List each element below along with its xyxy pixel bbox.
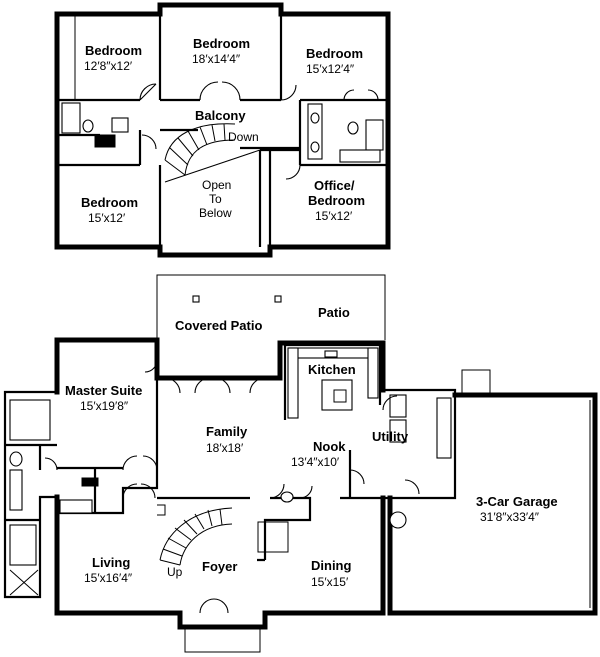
upper-sink-2 bbox=[310, 141, 320, 153]
master-shower bbox=[9, 399, 51, 441]
bedroom-ne-name: Bedroom bbox=[306, 46, 363, 61]
utility-label: Utility bbox=[372, 429, 409, 444]
main-floor bbox=[3, 274, 598, 653]
office-bedroom-name-1: Office/ bbox=[314, 178, 355, 193]
kitchen-walls bbox=[283, 343, 382, 420]
main-stair bbox=[159, 507, 233, 566]
patio-label: Patio bbox=[318, 305, 350, 320]
upper-toilet bbox=[82, 119, 94, 133]
master-suite-size: 15′x19′8″ bbox=[80, 399, 129, 413]
main-interior-walls bbox=[57, 378, 383, 562]
bedroom-nw-name: Bedroom bbox=[85, 43, 142, 58]
master-tub bbox=[9, 524, 37, 566]
kitchen-island bbox=[321, 379, 353, 411]
living-size: 15′x16′4″ bbox=[84, 571, 133, 585]
dining-size: 15′x15′ bbox=[311, 575, 349, 589]
upper-fireplace bbox=[94, 134, 116, 148]
open-label-2: To bbox=[209, 192, 222, 206]
garage-walls bbox=[387, 392, 598, 616]
upper-sink-1 bbox=[310, 112, 320, 124]
upper-tub bbox=[61, 102, 81, 134]
cooktop bbox=[333, 389, 347, 403]
bedroom-n-name: Bedroom bbox=[193, 36, 250, 51]
open-label-3: Below bbox=[199, 206, 232, 220]
main-exterior-wall bbox=[54, 337, 386, 630]
upper-floor bbox=[54, 2, 391, 258]
kitchen-counter-right bbox=[367, 347, 379, 399]
kitchen-label: Kitchen bbox=[308, 362, 356, 377]
nook-size: 13′4″x10′ bbox=[291, 455, 340, 469]
garage-bump bbox=[461, 369, 491, 395]
office-bedroom-size: 15′x12′ bbox=[315, 209, 353, 223]
bedroom-nw-size: 12′8″x12′ bbox=[84, 59, 133, 73]
open-label-1: Open bbox=[202, 178, 231, 192]
foyer-label: Foyer bbox=[202, 559, 237, 574]
master-toilet bbox=[9, 451, 23, 467]
master-bath-walls bbox=[5, 443, 57, 522]
upper-toilet-2 bbox=[347, 121, 359, 135]
bedroom-n-size: 18′x14′4″ bbox=[192, 52, 241, 66]
master-suite-name: Master Suite bbox=[65, 383, 142, 398]
garage-name: 3-Car Garage bbox=[476, 494, 558, 509]
upper-sink bbox=[111, 117, 129, 133]
interior-doors bbox=[44, 395, 420, 499]
powder-toilet bbox=[280, 491, 294, 503]
patio-outline bbox=[156, 274, 386, 340]
bedroom-sw-name: Bedroom bbox=[81, 195, 138, 210]
upper-doors bbox=[139, 81, 379, 180]
dining-name: Dining bbox=[311, 558, 351, 573]
upper-closet bbox=[339, 149, 381, 163]
down-label: Down bbox=[228, 130, 259, 144]
office-bedroom-name-2: Bedroom bbox=[308, 193, 365, 208]
open-to-below-outline bbox=[164, 149, 261, 183]
fireplace-family bbox=[157, 504, 166, 516]
covered-patio-label: Covered Patio bbox=[175, 318, 262, 333]
living-fireplace bbox=[81, 477, 99, 487]
patio-post-2 bbox=[274, 295, 282, 303]
upper-shower bbox=[365, 119, 384, 151]
master-closet-x bbox=[9, 569, 39, 596]
upper-stair bbox=[164, 123, 236, 176]
front-door bbox=[199, 598, 229, 614]
kitchen-counter-left bbox=[287, 347, 299, 419]
family-name: Family bbox=[206, 424, 248, 439]
master-vanity bbox=[9, 469, 23, 511]
utility-walls bbox=[383, 388, 457, 500]
patio-post-1 bbox=[192, 295, 200, 303]
up-label: Up bbox=[167, 565, 183, 579]
patio-doors bbox=[144, 359, 266, 394]
dryer bbox=[389, 419, 407, 443]
living-name: Living bbox=[92, 555, 130, 570]
nook-name: Nook bbox=[313, 439, 346, 454]
bedroom-ne-size: 15′x12′4″ bbox=[306, 62, 355, 76]
utility-counter bbox=[436, 397, 452, 459]
washer bbox=[389, 394, 407, 418]
kitchen-sink bbox=[324, 350, 338, 358]
family-size: 18′x18′ bbox=[206, 441, 244, 455]
porch bbox=[184, 627, 261, 653]
living-hearth bbox=[59, 499, 93, 514]
balcony-label: Balcony bbox=[195, 108, 246, 123]
garage-size: 31′8″x33′4″ bbox=[480, 510, 540, 524]
bedroom-sw-size: 15′x12′ bbox=[88, 211, 126, 225]
water-heater bbox=[389, 511, 407, 529]
foyer-closet bbox=[257, 521, 289, 553]
main-exterior-link bbox=[3, 390, 57, 599]
